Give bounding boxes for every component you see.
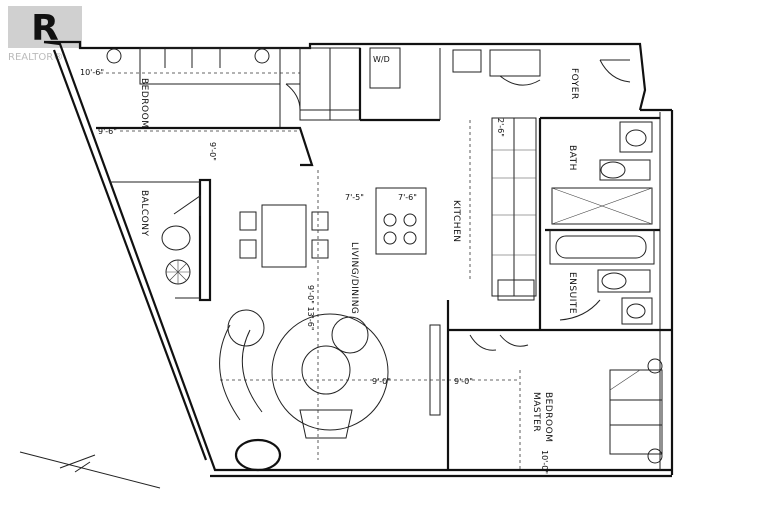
kitchen-label: KITCHEN [451,200,461,243]
armchair [331,316,369,354]
tv-unit [429,324,441,416]
ensuite-label: ENSUITE [567,272,577,314]
realtor-logo: R REALTOR® [8,6,82,63]
sofa-outline [219,324,241,421]
foyer-label: FOYER [569,68,579,100]
living-dim-2: 9'-0" [372,377,391,386]
kitchen-dim-2: 7'-6" [398,193,417,202]
bath-room: BATH 2'-6" [496,116,660,330]
bath-sink [619,121,653,153]
master-label-2: BEDROOM [543,392,553,442]
master-nightstand-2 [647,448,663,464]
outer-walls [43,40,674,478]
wd-label: W/D [373,55,390,64]
rug-outline [271,313,389,431]
bedroom-area: BEDROOM 10'-6" 9'-6" 9'-0" [80,47,300,161]
master-nightstand-1 [647,358,663,374]
laundry-foyer: W/D FOYER [358,47,631,122]
living-area: LIVING/DINING 9'-0" 13'-6" 9'-0" [219,170,520,472]
master-dim-2: 10'-0" [540,450,549,474]
coffee-table [301,345,351,395]
kitchen-island [375,187,427,255]
bedroom-dim-1: 10'-6" [80,68,104,77]
kitchen-area: KITCHEN 7'-5" 7'-6" [345,117,537,301]
ensuite-tub [549,229,655,265]
bedroom-closet [272,47,361,167]
ensuite-room: ENSUITE [540,228,672,332]
kitchen-dim-1: 7'-5" [345,193,364,202]
balcony-area: BALCONY [110,178,212,302]
dining-table [239,204,329,268]
bedroom-dim-2: 9'-6" [98,127,117,136]
washer-dryer [369,47,401,89]
balcony-label: BALCONY [139,190,149,236]
master-bedroom: MASTER BEDROOM 9'-0" 10'-0" [446,300,663,474]
bedroom-nightstand-left [106,48,122,64]
bedroom-dim-3: 9'-0" [208,142,217,161]
living-dining-label: LIVING/DINING [349,242,359,314]
bedroom-label: BEDROOM [139,78,149,128]
north-arrow [19,451,161,489]
side-chair [299,409,353,439]
bedroom-bed [139,47,281,85]
bath-toilet [599,159,651,181]
bedroom-nightstand-right [254,48,270,64]
bath-dim: 2'-6" [496,118,505,137]
master-label-1: MASTER [531,392,541,432]
living-dim: 9'-0" 13'-6" [306,285,315,331]
master-bed [609,369,663,455]
balcony-rail [198,178,212,302]
balcony-chair [161,225,191,251]
column [234,438,282,472]
master-dim-1: 9'-0" [454,377,473,386]
bath-label: BATH [567,145,577,171]
ensuite-sink [621,297,653,325]
ensuite-toilet [597,269,651,293]
balcony-plant [165,259,191,285]
sofa-cushion [227,309,265,347]
dining-top [261,204,307,268]
bath-shower [551,187,653,225]
logo-text: REALTOR® [8,52,63,63]
